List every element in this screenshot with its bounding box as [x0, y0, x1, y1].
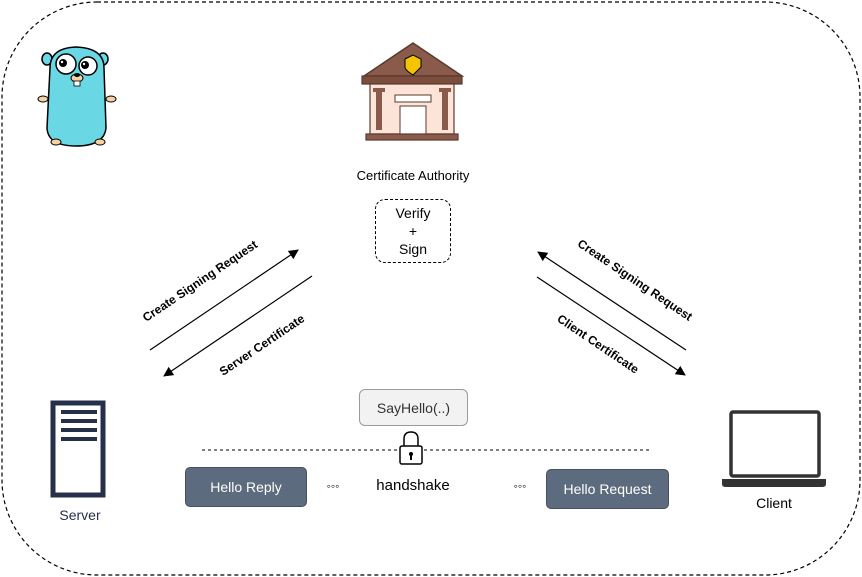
padlock-icon	[399, 431, 423, 465]
hello-reply-box: Hello Reply	[185, 467, 307, 507]
client-cert-arrow	[536, 276, 686, 376]
dots-left: ◦◦◦	[326, 479, 340, 493]
verify-sign-box: Verify + Sign	[375, 199, 451, 263]
client-label: Client	[756, 495, 792, 511]
handshake-label: handshake	[376, 477, 450, 494]
hello-request-box: Hello Request	[546, 469, 669, 509]
verify-line-3: Sign	[398, 241, 428, 257]
bank-icon	[361, 42, 465, 141]
client-csr-arrow	[537, 251, 687, 351]
server-icon	[50, 400, 106, 498]
laptop-icon	[722, 410, 826, 487]
server-cert-arrow	[163, 275, 313, 377]
ca-label: Certificate Authority	[356, 168, 470, 183]
server-csr-arrow	[149, 249, 299, 351]
verify-line-1: Verify	[395, 205, 431, 221]
server-label: Server	[59, 507, 101, 523]
sayhello-rpc-box: SayHello(..)	[359, 389, 468, 426]
gopher-icon	[37, 46, 117, 147]
dots-right: ◦◦◦	[513, 479, 527, 493]
verify-line-2: +	[408, 223, 418, 239]
